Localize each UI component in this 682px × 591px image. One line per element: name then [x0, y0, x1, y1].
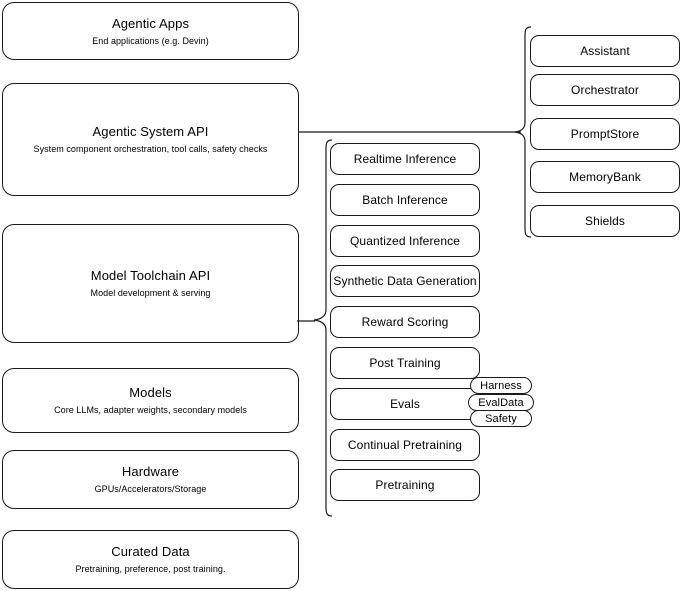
evals-tag-label: Safety [485, 412, 517, 425]
component-label: Orchestrator [571, 82, 639, 97]
layer-box-model-toolchain-api[interactable]: Model Toolchain API Model development & … [2, 224, 299, 343]
layer-subtitle: Core LLMs, adapter weights, secondary mo… [54, 405, 247, 415]
capability-label: Post Training [369, 355, 441, 370]
layer-box-hardware[interactable]: Hardware GPUs/Accelerators/Storage [2, 450, 299, 509]
component-box-assistant[interactable]: Assistant [530, 35, 680, 67]
capability-box-batch-inference[interactable]: Batch Inference [330, 184, 480, 216]
connector-line-toolchain-api [297, 318, 317, 324]
layer-subtitle: GPUs/Accelerators/Storage [94, 484, 207, 494]
layer-box-agentic-apps[interactable]: Agentic Apps End applications (e.g. Devi… [2, 2, 299, 60]
connector-line-system-api [299, 120, 521, 134]
evals-tag-label: EvalData [478, 396, 524, 409]
capability-label: Evals [390, 396, 420, 411]
evals-tag-evaldata[interactable]: EvalData [468, 394, 534, 411]
evals-tag-label: Harness [480, 379, 522, 392]
layer-title: Curated Data [111, 544, 190, 559]
layer-subtitle: System component orchestration, tool cal… [33, 144, 268, 154]
component-label: Shields [584, 213, 626, 228]
component-box-memorybank[interactable]: MemoryBank [530, 161, 680, 193]
layer-box-curated-data[interactable]: Curated Data Pretraining, preference, po… [2, 530, 299, 589]
capability-label: Continual Pretraining [347, 437, 463, 452]
layer-title: Agentic Apps [111, 15, 190, 31]
capability-box-pretraining[interactable]: Pretraining [330, 469, 480, 501]
layer-title: Agentic System API [92, 124, 209, 139]
capability-box-synthetic-data-generation[interactable]: Synthetic Data Generation [330, 265, 480, 297]
layer-subtitle: Model development & serving [90, 288, 211, 298]
capability-label: Pretraining [375, 477, 435, 492]
capability-label: Quantized Inference [350, 233, 460, 248]
component-box-shields[interactable]: Shields [530, 205, 680, 237]
layer-title: Hardware [121, 464, 180, 479]
evals-tag-harness[interactable]: Harness [470, 377, 532, 394]
capability-box-reward-scoring[interactable]: Reward Scoring [330, 306, 480, 338]
capability-box-continual-pretraining[interactable]: Continual Pretraining [330, 429, 480, 461]
capability-box-quantized-inference[interactable]: Quantized Inference [330, 225, 480, 257]
layer-subtitle: End applications (e.g. Devin) [92, 35, 209, 46]
capability-label: Realtime Inference [353, 151, 457, 166]
capability-box-evals[interactable]: Evals [330, 388, 480, 420]
layer-box-models[interactable]: Models Core LLMs, adapter weights, secon… [2, 368, 299, 433]
evals-tag-safety[interactable]: Safety [470, 410, 532, 427]
component-box-orchestrator[interactable]: Orchestrator [530, 74, 680, 106]
layer-title: Models [129, 385, 172, 400]
component-label: Assistant [580, 43, 630, 58]
capability-label: Synthetic Data Generation [333, 273, 477, 288]
component-label: PromptStore [570, 126, 640, 141]
layer-box-agentic-system-api[interactable]: Agentic System API System component orch… [2, 83, 299, 196]
capability-box-realtime-inference[interactable]: Realtime Inference [330, 143, 480, 175]
capability-box-post-training[interactable]: Post Training [330, 347, 480, 379]
layer-title: Model Toolchain API [90, 268, 211, 283]
component-box-promptstore[interactable]: PromptStore [530, 118, 680, 150]
capability-label: Batch Inference [362, 192, 448, 207]
layer-subtitle: Pretraining, preference, post training. [75, 564, 226, 574]
component-label: MemoryBank [569, 169, 641, 184]
capability-label: Reward Scoring [361, 314, 449, 329]
